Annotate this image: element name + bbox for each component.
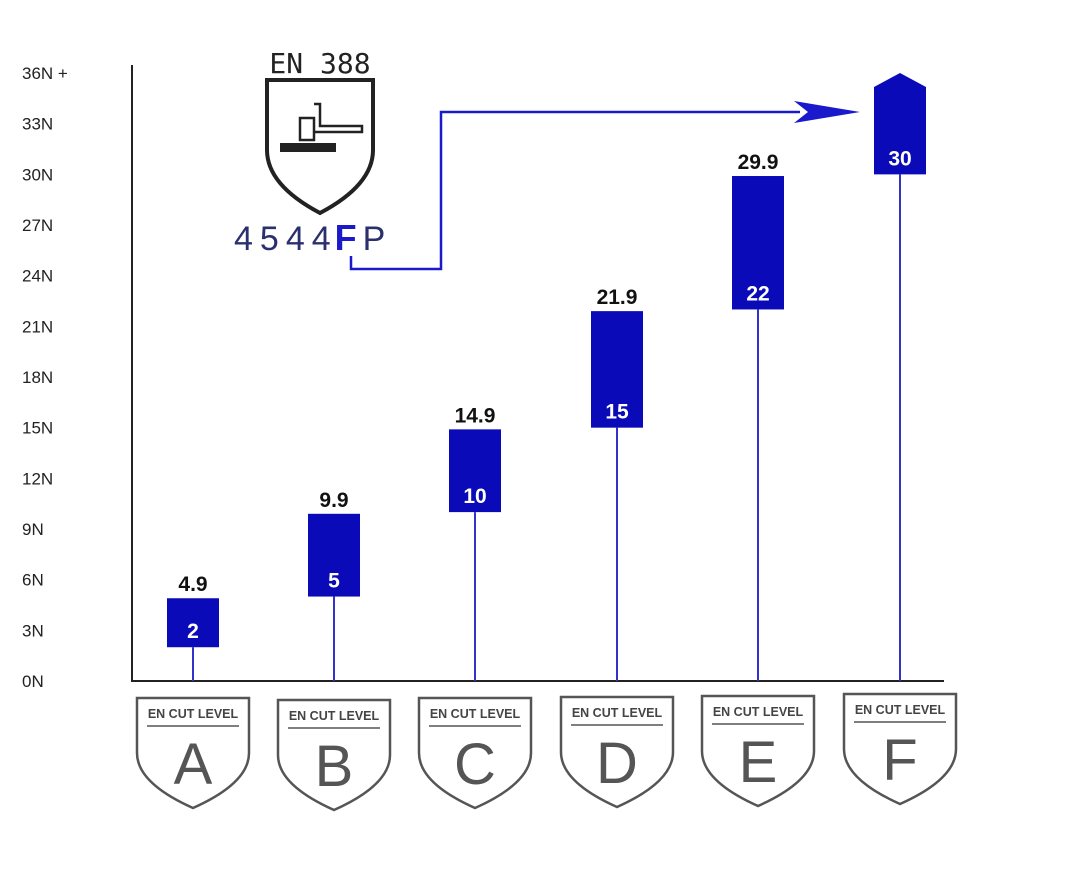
lower-bound-label: 5 — [328, 570, 340, 593]
badge-caption: EN CUT LEVEL — [148, 707, 239, 721]
range-bar-f — [874, 73, 926, 175]
badge-letter: B — [315, 734, 354, 799]
upper-bound-label: 4.9 — [178, 573, 207, 596]
badge-letter: E — [739, 730, 778, 795]
cut-level-badge-c: EN CUT LEVEL C — [417, 696, 533, 810]
badge-letter: C — [454, 732, 496, 797]
badge-caption: EN CUT LEVEL — [713, 705, 804, 719]
y-tick-label: 18N — [22, 368, 53, 387]
lower-bound-label: 2 — [187, 620, 199, 643]
lower-bound-label: 30 — [888, 147, 911, 170]
range-bar-c — [449, 429, 501, 513]
upper-bound-label: 9.9 — [319, 489, 348, 512]
y-tick-label: 33N — [22, 115, 53, 134]
lower-bound-label: 22 — [746, 282, 769, 305]
connector-arrowhead — [794, 101, 860, 123]
connector-line — [349, 110, 800, 271]
lower-bound-label: 15 — [605, 401, 629, 424]
badge-caption: EN CUT LEVEL — [855, 703, 946, 717]
range-bar-a — [167, 598, 219, 648]
blade-hammer-icon — [298, 102, 364, 142]
y-tick-label: 27N — [22, 216, 53, 235]
y-tick-label: 9N — [22, 520, 44, 539]
cut-level-badge-b: EN CUT LEVEL B — [276, 698, 392, 812]
range-bar-d — [591, 311, 643, 428]
cut-level-badge-e: EN CUT LEVEL E — [700, 694, 816, 808]
upper-bound-label: 21.9 — [597, 286, 638, 309]
lower-bound-label: 10 — [463, 485, 486, 508]
badge-letter: D — [596, 731, 638, 796]
y-tick-label: 0N — [22, 672, 44, 691]
y-tick-labels: 0N 3N 6N 9N 12N 15N 18N 21N 24N 27N 30N 33N 36N + — [22, 64, 68, 691]
y-tick-label: 30N — [22, 165, 53, 184]
upper-bound-label: 29.9 — [738, 151, 779, 174]
cut-level-badge-a: EN CUT LEVEL A — [135, 696, 251, 810]
en388-title: EN 388 — [269, 47, 370, 80]
y-tick-label: 6N — [22, 571, 44, 590]
upper-bound-label: 14.9 — [455, 404, 496, 427]
cut-level-badge-f: EN CUT LEVEL F — [842, 692, 958, 806]
badge-letter: F — [882, 728, 917, 793]
badge-caption: EN CUT LEVEL — [289, 709, 380, 723]
y-tick-label: 15N — [22, 419, 53, 438]
badge-caption: EN CUT LEVEL — [572, 706, 663, 720]
cut-level-badge-d: EN CUT LEVEL D — [559, 695, 675, 809]
range-bar-b — [308, 513, 360, 597]
badge-letter: A — [174, 732, 213, 797]
test-blade-bar — [280, 143, 336, 152]
y-tick-label: 36N + — [22, 64, 68, 83]
y-tick-label: 12N — [22, 469, 53, 488]
y-tick-label: 21N — [22, 317, 53, 336]
badge-caption: EN CUT LEVEL — [430, 707, 521, 721]
y-tick-label: 24N — [22, 267, 53, 286]
y-tick-label: 3N — [22, 621, 44, 640]
range-bar-e — [732, 176, 784, 310]
